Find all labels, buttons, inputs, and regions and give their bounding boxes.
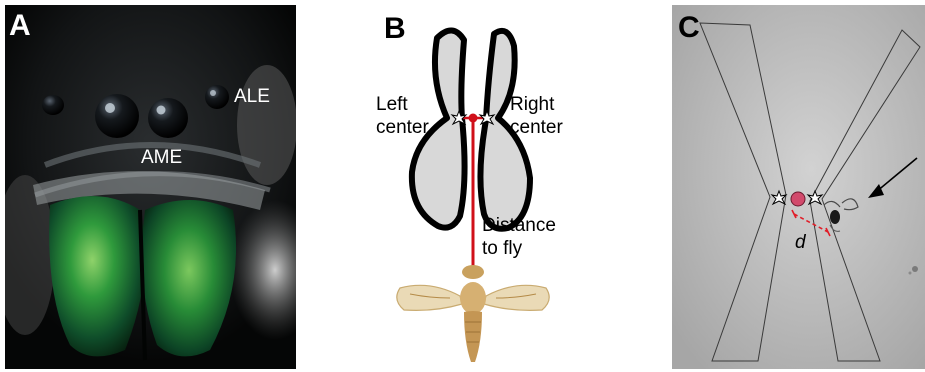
panel-c-letter: C bbox=[678, 13, 700, 43]
panel-b-diagram: B Left center Right center Distance to f… bbox=[300, 0, 630, 372]
panel-c-tracking-frame: C d bbox=[672, 5, 925, 369]
ame-label: AME bbox=[141, 148, 182, 167]
spider-face-illustration bbox=[5, 5, 296, 369]
midpoint-marker bbox=[469, 114, 478, 123]
panel-a-letter: A bbox=[9, 11, 31, 41]
panel-b-letter: B bbox=[384, 14, 406, 44]
tracking-frame-illustration bbox=[672, 5, 925, 369]
distance-to-fly-label: Distance to fly bbox=[482, 214, 556, 260]
ale-label: ALE bbox=[234, 87, 270, 106]
distance-d-label: d bbox=[795, 233, 806, 252]
eye-field-diagram bbox=[300, 0, 630, 372]
midpoint-circle bbox=[791, 192, 805, 206]
fly-illustration bbox=[397, 265, 549, 362]
right-center-label: Right center bbox=[510, 93, 563, 139]
left-center-label: Left center bbox=[376, 93, 429, 139]
panel-a-spider-photo: A ALE AME bbox=[5, 5, 296, 369]
